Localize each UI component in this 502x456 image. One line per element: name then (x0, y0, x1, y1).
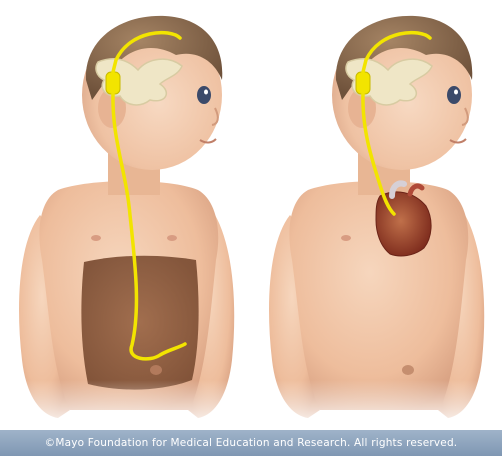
right-child-nipple (341, 235, 351, 241)
left-child-eye-highlight (204, 90, 208, 95)
left-child-navel (150, 365, 162, 375)
right-child-navel (402, 365, 414, 375)
abdomen-cavity (81, 256, 198, 390)
right-child-figure (269, 16, 484, 418)
left-child-eye (197, 86, 211, 104)
left-child-figure (19, 16, 234, 418)
left-child-nipple (167, 235, 177, 241)
copyright-text: ©Mayo Foundation for Medical Education a… (45, 437, 458, 449)
right-child-eye (447, 86, 461, 104)
left-child-nipple (91, 235, 101, 241)
copyright-bar: ©Mayo Foundation for Medical Education a… (0, 430, 502, 456)
left-shunt-valve (106, 72, 120, 94)
right-child-eye-highlight (454, 90, 458, 95)
right-shunt-valve (356, 72, 370, 94)
shunt-illustration (0, 0, 502, 430)
bottom-fade (0, 380, 502, 430)
